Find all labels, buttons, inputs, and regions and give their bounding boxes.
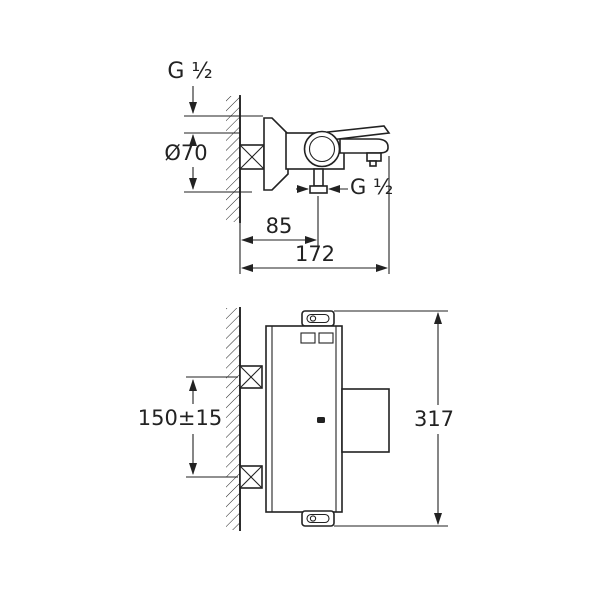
- spout: [339, 138, 389, 154]
- inlet-connection-top: [239, 365, 263, 389]
- mixer-body-front: [265, 325, 343, 513]
- top-mounting-tab: [301, 310, 335, 327]
- inlet-connection-bottom: [239, 465, 263, 489]
- label-total-height: 317: [414, 407, 454, 431]
- label-escutcheon-diameter: Ø70: [164, 141, 207, 165]
- aerator: [366, 152, 382, 167]
- valve-housing: [341, 388, 390, 453]
- bottom-mounting-tab: [301, 510, 335, 527]
- shower-outlet: [309, 168, 328, 194]
- lever-handle: [327, 125, 391, 141]
- label-inlet-distance: 150±15: [138, 406, 222, 430]
- wall-hatching: [226, 96, 240, 222]
- body-center-mark: [317, 417, 325, 423]
- s-union-fitting: [239, 144, 265, 170]
- side-view: G ¹⁄₂ Ø70: [164, 59, 393, 274]
- body-top-details: [300, 332, 334, 344]
- front-view: 150±15: [138, 307, 454, 531]
- label-outlet-thread: G ¹⁄₂: [350, 175, 393, 199]
- thermostat-knob: [303, 130, 341, 168]
- label-projection: 172: [295, 242, 335, 266]
- label-thread-top: G ¹⁄₂: [167, 59, 212, 84]
- escutcheon-cone: [263, 117, 289, 191]
- wall-hatching-front: [226, 308, 240, 530]
- label-outlet-offset: 85: [266, 214, 293, 238]
